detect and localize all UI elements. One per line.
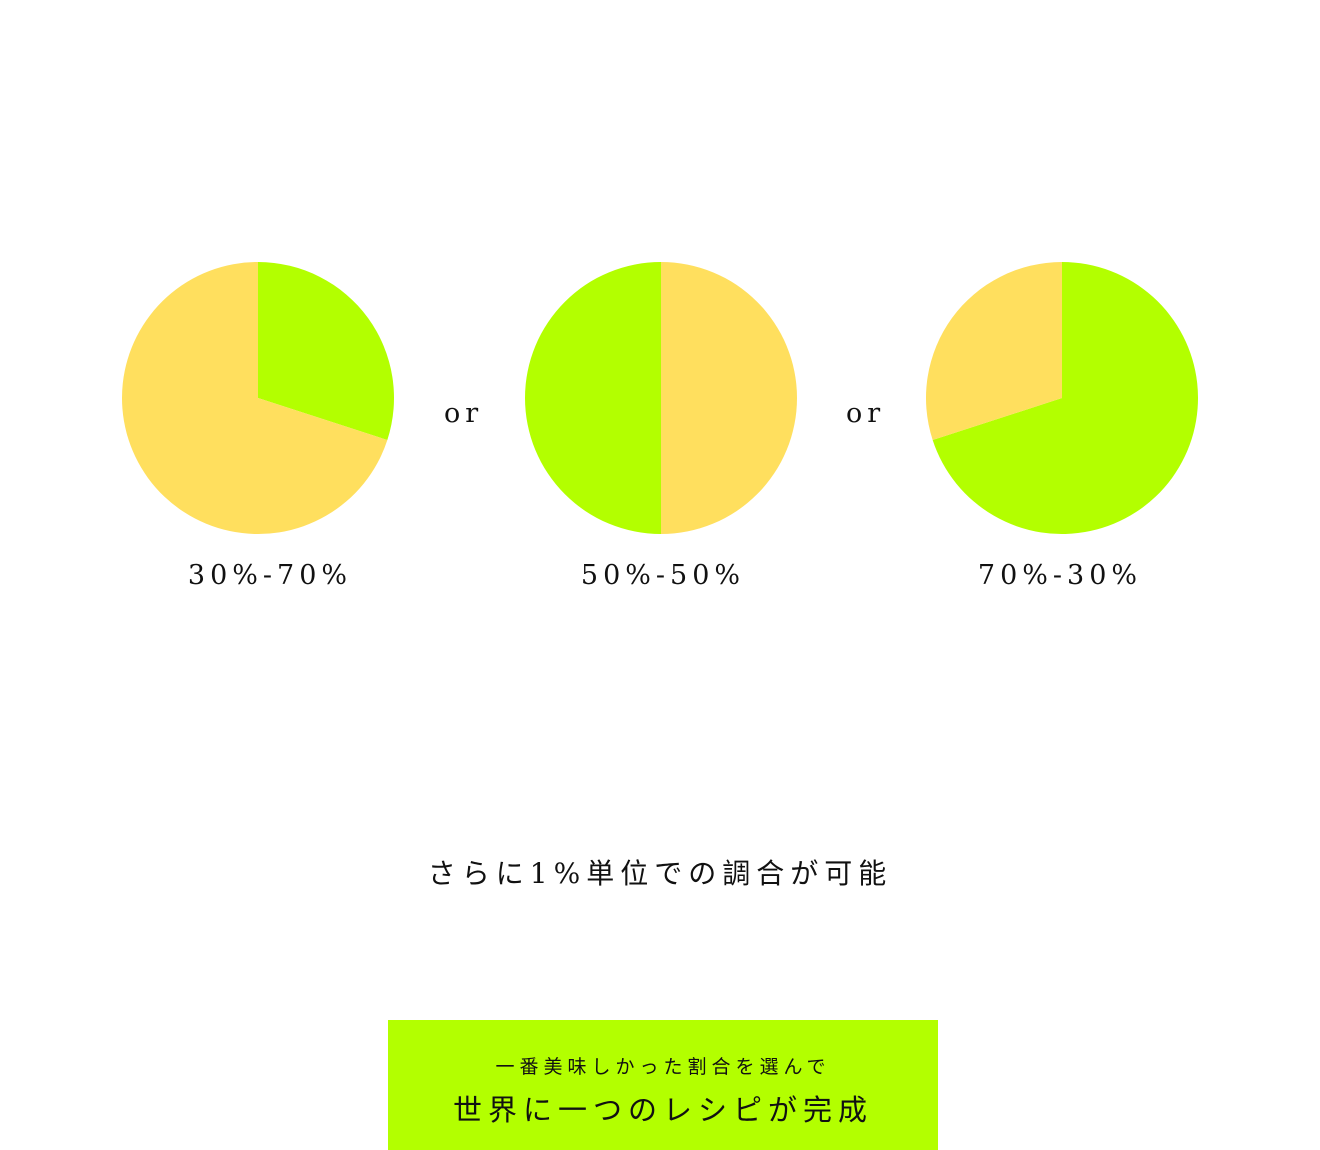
pie-chart-70-30 [926,262,1198,534]
pie-slice-green [258,262,394,441]
pie-slice-green [932,262,1198,534]
banner-line2: 世界に一つのレシピが完成 [452,1093,873,1127]
pie-label: 50%-50% [580,560,746,591]
pie-slice-green [525,262,661,534]
or-separator: or [444,398,484,429]
pie-slice-yellow [661,262,797,534]
pie-label: 70%-30% [977,560,1143,591]
subtitle: さらに1%単位での調合が可能 [427,857,893,890]
pie-label: 30%-70% [187,560,353,591]
banner-line1: 一番美味しかった割合を選んで [495,1056,831,1078]
pie-chart-50-50 [525,262,797,534]
pie-chart-30-70 [122,262,394,534]
or-separator: or [846,398,886,429]
pie-slice-yellow [122,262,388,534]
pie-slice-yellow [926,262,1062,441]
banner: 一番美味しかった割合を選んで 世界に一つのレシピが完成 [388,1020,938,1150]
